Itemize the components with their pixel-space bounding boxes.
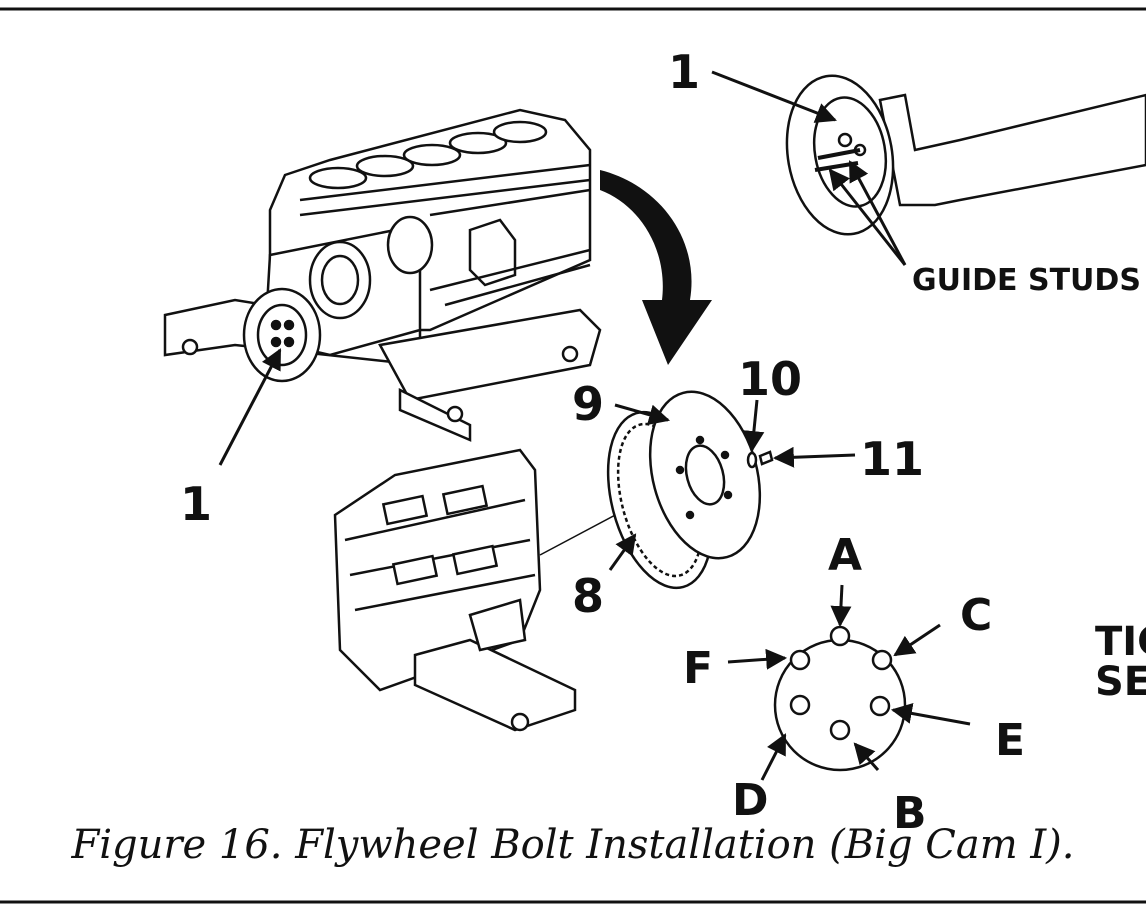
bolt-label-b: B — [893, 788, 927, 839]
side-text-line-2: SEC — [1095, 659, 1146, 705]
side-text-line-1: TIG — [1095, 619, 1146, 665]
callout-9: 9 — [572, 377, 604, 431]
leader-arrows — [218, 70, 971, 781]
arrow-guide-stud-2 — [848, 160, 907, 266]
callout-10: 10 — [738, 352, 802, 406]
bolt-label-d: D — [732, 775, 769, 826]
arrow-item-11 — [772, 446, 856, 468]
bolt-label-f: F — [683, 643, 713, 694]
bolt-hole-b — [829, 719, 851, 741]
arrow-item-1-left — [218, 348, 282, 466]
bolt-hole-c — [871, 649, 893, 671]
callout-11: 11 — [860, 432, 924, 486]
callout-1-top: 1 — [668, 45, 700, 99]
bolt-hole-d — [789, 694, 811, 716]
arrow-bolt-d — [760, 733, 787, 781]
flywheel-housing-illustration — [785, 74, 1146, 236]
engine-rear-illustration — [333, 448, 577, 732]
engine-block-illustration — [163, 108, 602, 442]
bolt-label-a: A — [828, 530, 862, 581]
bolt-label-e: E — [995, 715, 1025, 766]
arrow-bolt-b — [853, 742, 880, 771]
arrow-guide-stud-1 — [828, 168, 907, 266]
arrow-item-9 — [614, 403, 671, 425]
bolt-label-c: C — [960, 590, 992, 641]
arrow-bolt-c — [893, 623, 941, 657]
bolt-pattern-diagram — [773, 625, 907, 772]
arrow-bolt-f — [727, 648, 788, 670]
callout-8: 8 — [572, 569, 604, 623]
rotation-arrow — [600, 170, 712, 365]
flywheel-illustration — [606, 390, 774, 590]
arrow-item-1-top — [711, 70, 837, 123]
bolt-hole-a — [829, 625, 851, 647]
callout-1-left: 1 — [180, 477, 212, 531]
arrow-item-8 — [608, 533, 637, 571]
figure-caption: Figure 16. Flywheel Bolt Installation (B… — [71, 822, 1075, 868]
arrow-bolt-e — [890, 703, 971, 726]
arrow-item-10 — [743, 399, 765, 453]
bolt-hole-f — [789, 649, 811, 671]
bolt-hole-e — [869, 695, 891, 717]
arrow-bolt-a — [830, 584, 852, 628]
guide-studs-label: GUIDE STUDS — [912, 263, 1141, 298]
